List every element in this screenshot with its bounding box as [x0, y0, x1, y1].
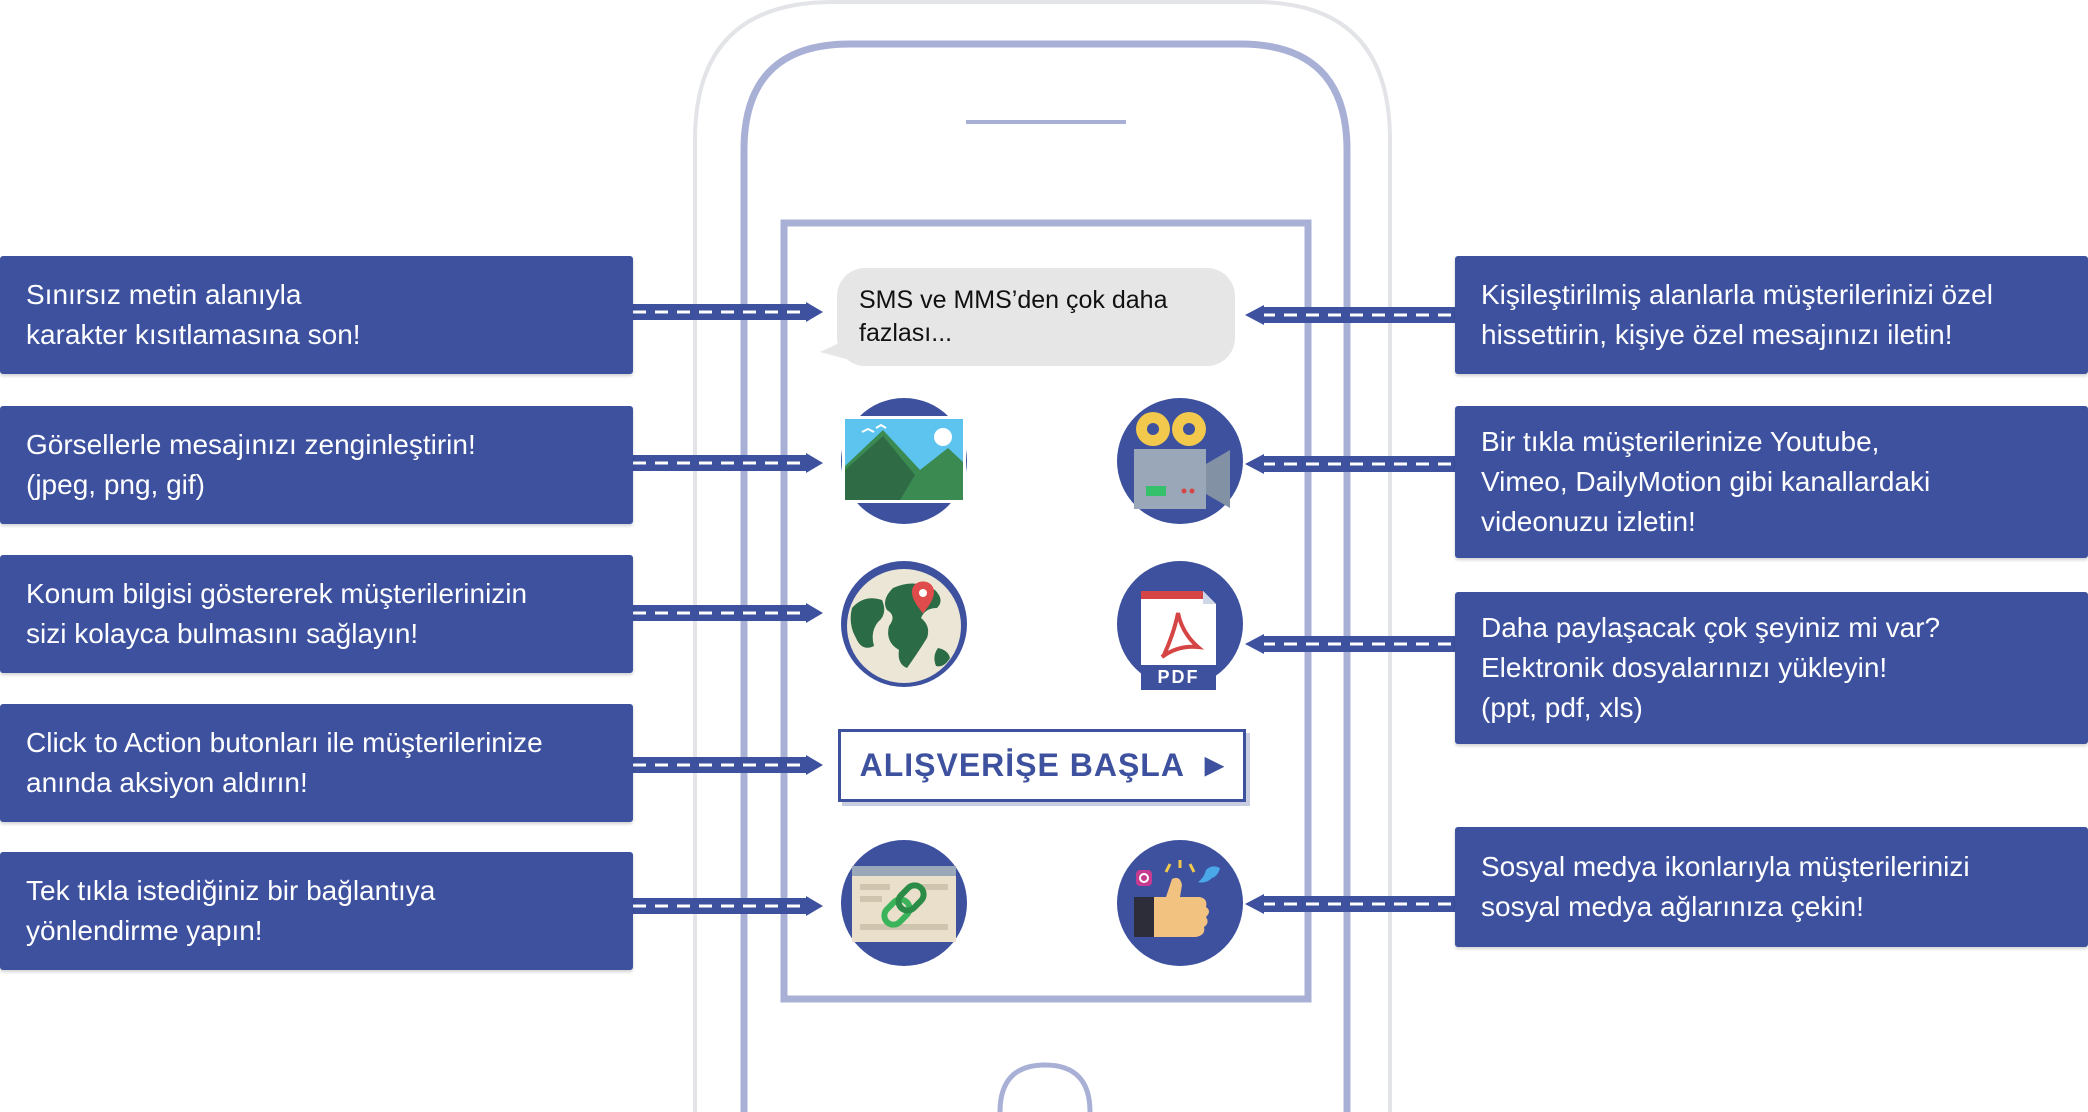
callout-line: karakter kısıtlamasına son! — [26, 319, 361, 350]
callout-link-redirect: Tek tıkla istediğiniz bir bağlantıya yön… — [0, 852, 633, 970]
callout-images: Görsellerle mesajınızı zenginleştirin! (… — [0, 406, 633, 524]
callout-line: yönlendirme yapın! — [26, 915, 263, 946]
callout-line: anında aksiyon aldırın! — [26, 767, 308, 798]
callout-line: Click to Action butonları ile müşteriler… — [26, 727, 543, 758]
callout-line: Sosyal medya ikonlarıyla müşterilerinizi — [1481, 851, 1970, 882]
callout-line: Sınırsız metin alanıyla — [26, 279, 302, 310]
phone-inner-frame — [740, 40, 1351, 1112]
callout-call-to-action: Click to Action butonları ile müşteriler… — [0, 704, 633, 822]
right-connectors — [1245, 305, 1455, 914]
connector-left-3 — [633, 603, 823, 623]
callout-line: (jpeg, png, gif) — [26, 469, 205, 500]
phone-outer-shell — [693, 0, 1392, 1112]
speech-bubble: SMS ve MMS’den çok daha fazlası... — [837, 268, 1235, 366]
callout-social-media: Sosyal medya ikonlarıyla müşterilerinizi… — [1455, 827, 2088, 947]
video-camera-icon — [1117, 398, 1243, 524]
phone-home-button — [997, 1062, 1093, 1112]
speech-bubble-line-2: fazlası... — [859, 319, 953, 347]
callout-line: Elektronik dosyalarınızı yükleyin! — [1481, 652, 1888, 683]
callout-video: Bir tıkla müşterilerinize Youtube, Vimeo… — [1455, 406, 2088, 558]
callout-line: (ppt, pdf, xls) — [1481, 692, 1643, 723]
callout-line: Kişileştirilmiş alanlarla müşterileriniz… — [1481, 279, 1993, 310]
cta-label: ALIŞVERİŞE BAŞLA — [859, 747, 1185, 783]
callout-personalization: Kişileştirilmiş alanlarla müşterileriniz… — [1455, 256, 2088, 374]
globe-location-icon — [841, 561, 967, 687]
connector-left-4 — [633, 755, 823, 775]
callout-line: videonuzu izletin! — [1481, 506, 1696, 537]
callout-line: Tek tıkla istediğiniz bir bağlantıya — [26, 875, 436, 906]
connector-right-4 — [1245, 894, 1455, 914]
connector-left-5 — [633, 896, 823, 916]
callout-line: hissettirin, kişiye özel mesajınızı ilet… — [1481, 319, 1953, 350]
connector-left-1 — [633, 302, 823, 322]
speech-bubble-line-1: SMS ve MMS’den çok daha — [859, 286, 1168, 314]
pdf-document-icon — [1117, 561, 1243, 690]
callout-line: sizi kolayca bulmasını sağlayın! — [26, 618, 419, 649]
play-arrow-icon: ▶ — [1204, 752, 1225, 779]
callout-unlimited-text: Sınırsız metin alanıyla karakter kısıtla… — [0, 256, 633, 374]
connector-right-2 — [1245, 454, 1455, 474]
callout-line: Bir tıkla müşterilerinize Youtube, — [1481, 426, 1880, 457]
callout-location: Konum bilgisi göstererek müşterilerinizi… — [0, 555, 633, 673]
connector-right-1 — [1245, 305, 1455, 325]
link-icon — [841, 840, 967, 966]
callout-files: Daha paylaşacak çok şeyiniz mi var? Elek… — [1455, 592, 2088, 744]
callout-line: Vimeo, DailyMotion gibi kanallardaki — [1481, 466, 1931, 497]
callout-line: Konum bilgisi göstererek müşterilerinizi… — [26, 578, 528, 609]
connector-right-3 — [1245, 634, 1455, 654]
callout-line: Görsellerle mesajınızı zenginleştirin! — [26, 429, 476, 460]
callout-line: sosyal medya ağlarınıza çekin! — [1481, 891, 1864, 922]
left-connectors — [633, 302, 823, 916]
image-icon — [841, 398, 967, 524]
callout-line: Daha paylaşacak çok şeyiniz mi var? — [1481, 612, 1941, 643]
social-thumbs-up-icon — [1117, 840, 1243, 966]
pdf-label: PDF — [1157, 667, 1200, 687]
connector-left-2 — [633, 453, 823, 473]
shop-now-cta-button[interactable]: ALIŞVERİŞE BAŞLA ▶ — [838, 729, 1246, 802]
